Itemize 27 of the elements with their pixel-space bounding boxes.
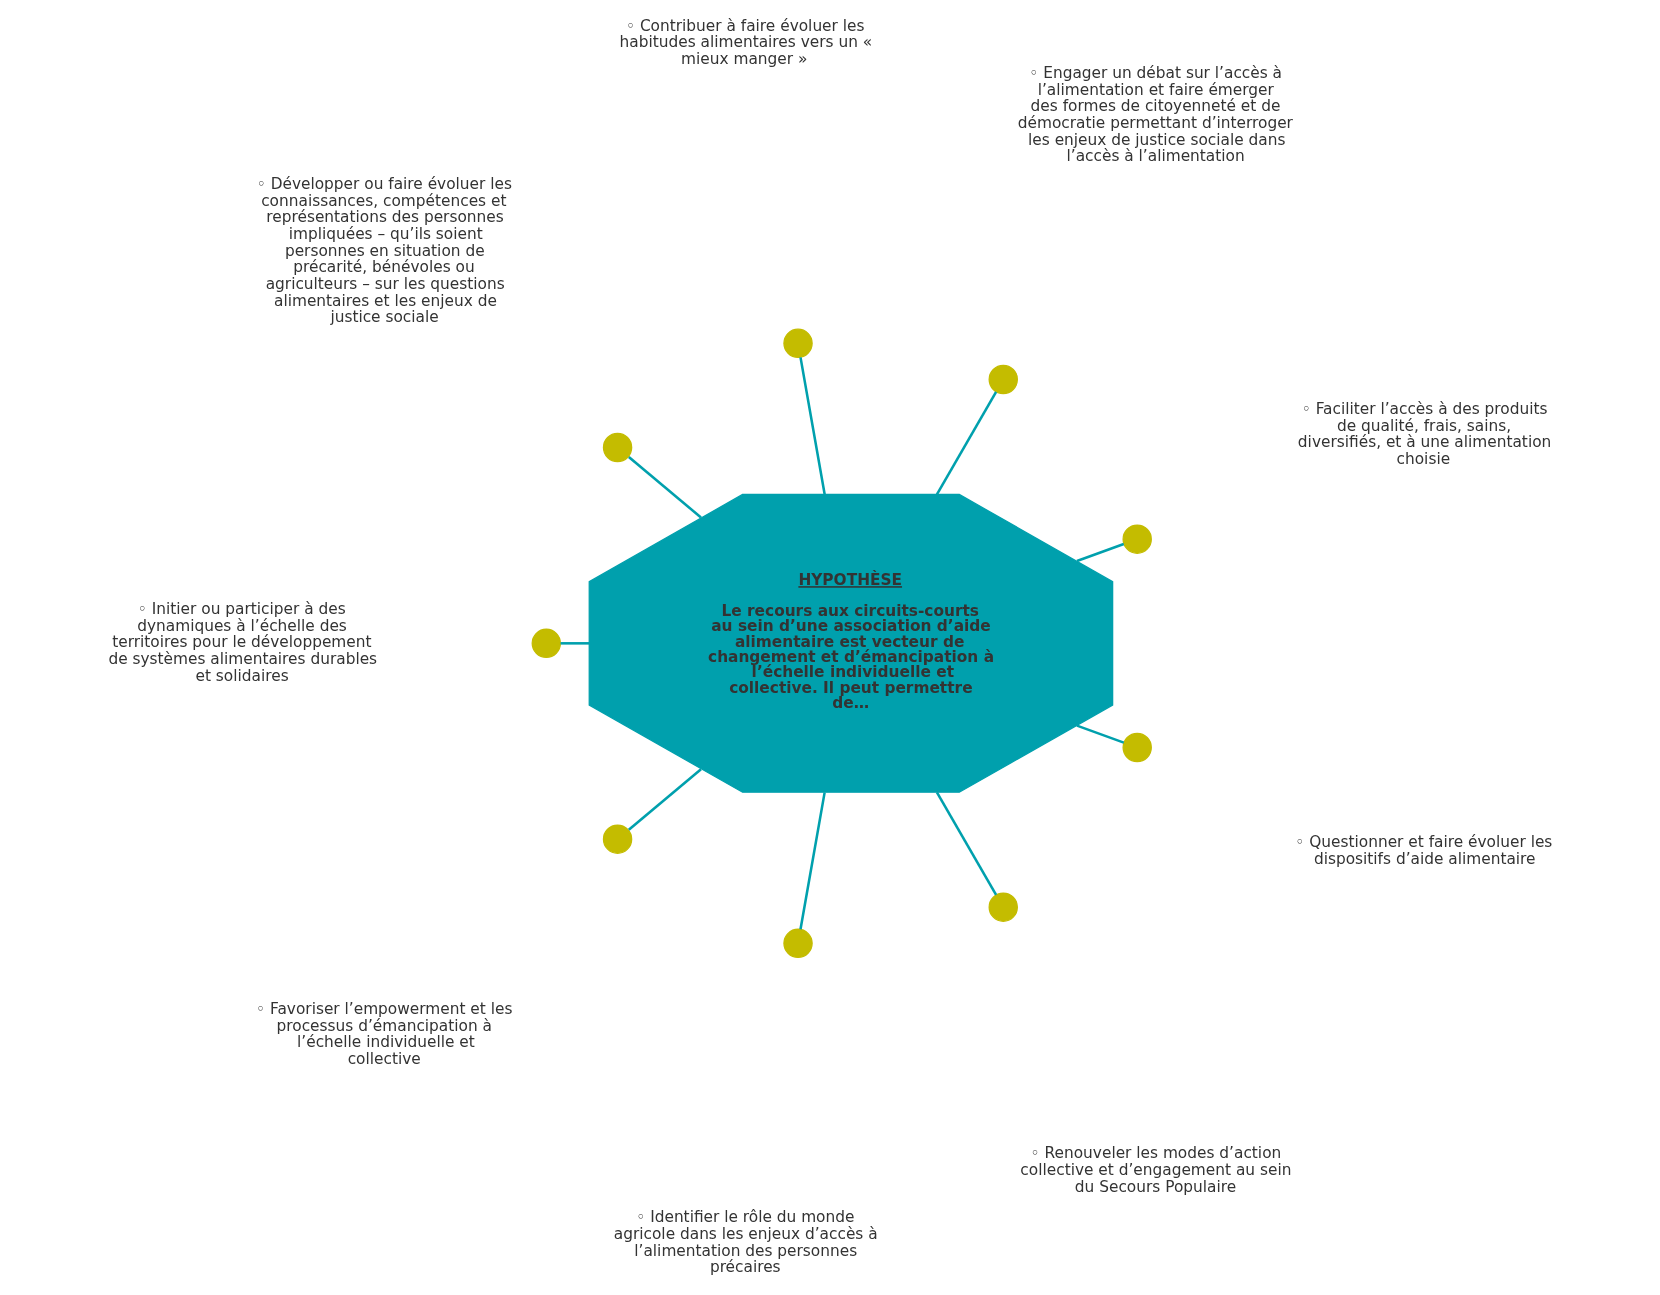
node-text: ◦ Favoriser l’empowerment et les processus d’émancipation à l’échelle individuelle et collective	[256, 999, 513, 1068]
connector	[628, 768, 702, 831]
node-circle	[1122, 732, 1152, 763]
node-circle	[602, 432, 633, 463]
node-circle	[988, 892, 1018, 922]
node-circle	[1122, 524, 1152, 554]
node-text: ◦ Faciliter l’accès à des produits de qualité, frais, sains, diversifiés, et à une alimentation choisie	[1297, 399, 1552, 468]
connector	[560, 642, 590, 645]
node-text: ◦ Renouveler les modes d’action collective et d’engagement au sein du Secours Populaire	[1020, 1144, 1292, 1196]
connector	[935, 791, 998, 896]
connector	[1076, 724, 1125, 744]
node-circle	[602, 824, 633, 854]
connector	[1076, 542, 1125, 563]
node-circle	[531, 628, 562, 659]
connector	[799, 357, 826, 495]
connector	[628, 455, 702, 519]
connector	[935, 391, 998, 495]
node-text: ◦ Initier ou participer à des dynamiques à l’échelle des territoires pour le développement de systèmes alimentaires durables et solidaires	[108, 599, 378, 685]
node-text: ◦ Engager un débat sur l’accès à l’alimentation et faire émerger des formes de citoyenneté et de démocratie permettant d’interroger les enjeux de justice sociale dans l’accès à l’alimentation	[1017, 64, 1293, 166]
node-text: ◦ Questionner et faire évoluer les dispositifs d’aide alimentaire	[1295, 833, 1553, 869]
node-circle	[988, 364, 1018, 395]
node-text: ◦ Développer ou faire évoluer les connaissances, compétences et représentations des personnes impliquées – qu’ils soient personnes en situation de précarité, bénévoles ou agriculteurs – sur les questions alimentaires et les enjeux de justice sociale	[256, 175, 512, 327]
connector	[799, 792, 826, 930]
node-text: ◦ Identifier le rôle du monde agricole dans les enjeux d’accès à l’alimentation des personnes précaires	[613, 1208, 878, 1277]
node-circle	[783, 328, 813, 359]
node-circle	[783, 928, 813, 959]
node-text: ◦ Contribuer à faire évoluer les habitudes alimentaires vers un « mieux manger »	[619, 16, 873, 68]
